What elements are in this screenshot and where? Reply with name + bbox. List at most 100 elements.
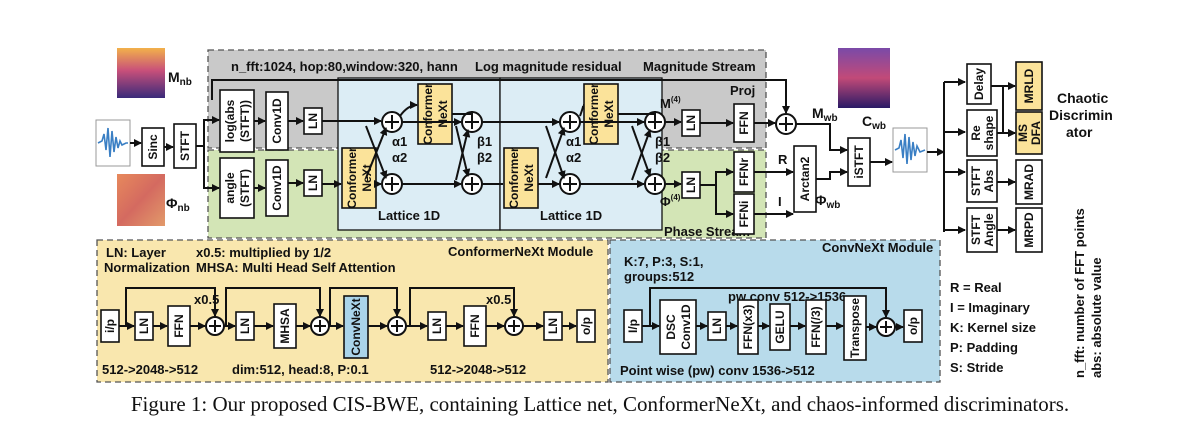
svg-text:LN: LN — [430, 318, 444, 334]
conformernext-module-title: ConformerNeXt Module — [448, 244, 593, 259]
svg-text:I/p: I/p — [626, 319, 640, 333]
svg-text:FFNr: FFNr — [737, 158, 751, 186]
phi4-label: Φ(4) — [660, 193, 681, 209]
convnext-module-title: ConvNeXt Module — [822, 240, 933, 255]
svg-text:Conformer: Conformer — [421, 83, 435, 145]
m-wb-label: Mwb — [812, 105, 838, 124]
conformernext-lattice1-phase — [341, 147, 377, 209]
conformernext-connections — [119, 287, 577, 330]
alpha2-label-2: α2 — [566, 150, 581, 165]
svg-text:Conformer: Conformer — [507, 147, 521, 209]
c-wb-label: Cwb — [862, 113, 886, 132]
svg-text:MRAD: MRAD — [1022, 164, 1036, 200]
svg-text:MRLD: MRLD — [1022, 68, 1036, 103]
svg-text:LN: LN — [546, 318, 560, 334]
proj-label: Proj — [730, 83, 755, 98]
svg-text:Re: Re — [969, 125, 983, 141]
angle-stft-block — [219, 157, 255, 219]
chaotic-discriminator-label-1: Chaotic — [1057, 90, 1109, 106]
stft-abs-block — [966, 159, 998, 203]
mrad-block — [1015, 159, 1043, 205]
conformer-op-block — [576, 309, 596, 343]
svg-text:NeXt: NeXt — [602, 100, 616, 127]
chaotic-discriminator-label-2: Discrimin — [1049, 107, 1113, 123]
stft-params-label: n_fft:1024, hop:80,window:320, hann — [231, 59, 458, 74]
legend-kernel: K: Kernel size — [950, 320, 1036, 335]
svg-text:FFN: FFN — [737, 111, 751, 134]
ln-definition-1: LN: Layer — [106, 245, 166, 260]
reshape-block — [966, 109, 998, 157]
stft-angle-block — [966, 207, 998, 253]
lattice-adders — [381, 111, 666, 195]
svg-text:LN: LN — [306, 175, 320, 191]
alpha1-label-2: α1 — [566, 134, 581, 149]
svg-text:Conv1D: Conv1D — [679, 304, 693, 350]
narrowband-magnitude-spectrogram — [117, 48, 165, 98]
x05-definition: x0.5: multiplied by 1/2 — [196, 245, 331, 260]
phi-wb-label: Φwb — [815, 192, 840, 211]
beta2-label-2: β2 — [655, 150, 670, 165]
svg-text:iSTFT: iSTFT — [852, 145, 866, 179]
output-waveform-icon — [892, 127, 928, 173]
mhsa-definition: MHSA: Multi Head Self Attention — [196, 260, 396, 275]
svg-text:FFN: FFN — [468, 314, 482, 337]
svg-text:Sinc: Sinc — [146, 134, 160, 160]
conformer-convnext — [343, 295, 369, 359]
svg-text:STFT: STFT — [178, 130, 192, 161]
magnitude-stream-label: Magnitude Stream — [643, 59, 756, 74]
real-r-label: R — [778, 152, 788, 167]
input-waveform-icon — [95, 119, 131, 167]
svg-text:log(abs: log(abs — [223, 99, 237, 142]
svg-text:o/p: o/p — [906, 317, 920, 335]
phase-stream-label: Phase Stream — [664, 224, 750, 239]
legend-nfft: n_fft: number of FFT points — [1072, 208, 1087, 378]
lattice-1d-label-2: Lattice 1D — [540, 208, 602, 223]
svg-text:DSC: DSC — [664, 314, 678, 340]
svg-text:Conv1D: Conv1D — [270, 98, 284, 144]
m-nb-label: Mnb — [168, 69, 192, 88]
log-abs-stft-block — [219, 89, 255, 153]
legend-abs: abs: absolute value — [1089, 257, 1104, 378]
legend-stride: S: Stride — [950, 360, 1003, 375]
svg-text:MS: MS — [1016, 124, 1030, 142]
lattice-1d-label-1: Lattice 1D — [378, 208, 440, 223]
ffn2-dims-label: 512->2048->512 — [430, 362, 526, 377]
ln-definition-2: Normalization — [104, 260, 190, 275]
delay-block — [966, 63, 992, 105]
log-magnitude-residual-label: Log magnitude residual — [475, 59, 622, 74]
svg-text:LN: LN — [684, 115, 698, 131]
svg-text:STFT: STFT — [969, 214, 983, 245]
svg-text:(STFT): (STFT) — [238, 169, 252, 207]
svg-text:shape: shape — [982, 115, 996, 150]
alpha1-label: α1 — [392, 134, 407, 149]
svg-text:FFNi: FFNi — [737, 201, 751, 228]
svg-text:FFN(/3): FFN(/3) — [809, 306, 823, 347]
mrld-block — [1015, 61, 1043, 111]
svg-text:Conv1D: Conv1D — [270, 165, 284, 211]
svg-text:Angle: Angle — [982, 213, 996, 247]
chaotic-discriminator-label-3: ator — [1066, 124, 1093, 140]
svg-text:MHSA: MHSA — [278, 308, 292, 344]
svg-text:NeXt: NeXt — [522, 164, 536, 191]
svg-text:Abs: Abs — [982, 169, 996, 192]
discriminator-connections — [991, 82, 1016, 234]
svg-text:i/p: i/p — [103, 319, 117, 333]
ffn1-dims-label: 512->2048->512 — [102, 362, 198, 377]
beta1-label-2: β1 — [655, 134, 670, 149]
convnext-params-1: K:7, P:3, S:1, — [624, 254, 703, 269]
svg-text:FFN: FFN — [172, 314, 186, 337]
mhsa-params-label: dim:512, head:8, P:0.1 — [232, 362, 369, 377]
svg-text:MRPD: MRPD — [1022, 212, 1036, 248]
svg-text:LN: LN — [238, 318, 252, 334]
wideband-magnitude-spectrogram — [838, 48, 890, 108]
svg-text:FFN(x3): FFN(x3) — [741, 305, 755, 350]
svg-text:NeXt: NeXt — [436, 100, 450, 127]
beta1-label-1: β1 — [477, 134, 492, 149]
convnext-connections — [642, 287, 904, 331]
svg-text:(STFT)): (STFT)) — [238, 100, 252, 142]
ms-dfa-block — [1015, 111, 1043, 155]
svg-text:ConvNeXt: ConvNeXt — [349, 298, 363, 355]
convnext-params-2: groups:512 — [624, 269, 694, 284]
conv1d-phase-block — [265, 159, 289, 217]
mrpd-block — [1015, 207, 1043, 253]
